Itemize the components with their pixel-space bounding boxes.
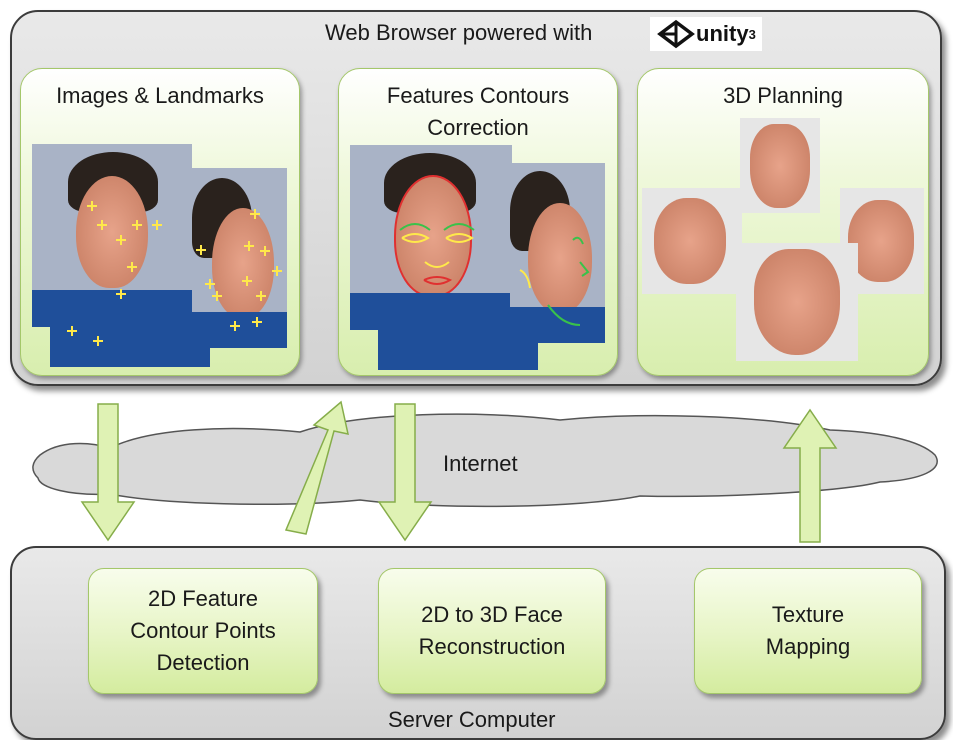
feature-detection-box: 2D Feature Contour Points Detection [88,568,318,694]
face-view-left [654,198,726,284]
face-view-right [848,200,914,282]
contour-frontal-photo [350,145,512,330]
arrow-down-contours-to-server [377,403,433,542]
features-contours-title-line2: Correction [427,115,529,140]
face-view-bottom [754,249,840,355]
unity-logo-word: unity [696,21,749,46]
unity-logo: unity 3 [650,17,762,51]
texture-mapping-box: Texture Mapping [694,568,922,694]
shoulder-photo-strip [50,327,210,367]
feature-detection-label: 2D Feature Contour Points Detection [130,586,276,675]
face-reconstruction-label: 2D to 3D Face Reconstruction [418,602,566,659]
face-reconstruction-box: 2D to 3D Face Reconstruction [378,568,606,694]
contour-shoulder-strip [378,330,538,370]
frontal-face-photo [32,144,192,327]
features-contours-title-line1: Features Contours [386,83,570,108]
server-computer-title: Server Computer [388,707,556,732]
arrow-up-server-to-contours [284,400,349,535]
face-view-top [750,124,810,208]
web-browser-title: Web Browser powered with [325,20,593,45]
arrow-up-server-to-planning [782,408,838,543]
images-landmarks-title: Images & Landmarks [56,83,264,108]
unity-cube-icon [657,19,695,49]
3d-planning-title: 3D Planning [723,83,843,108]
texture-mapping-label: Texture Mapping [765,602,851,659]
3d-face-views [642,118,924,363]
internet-label: Internet [443,451,518,476]
unity-logo-version: 3 [748,26,756,42]
arrow-down-images-to-server [80,403,136,542]
contour-profile-photo [510,163,605,343]
